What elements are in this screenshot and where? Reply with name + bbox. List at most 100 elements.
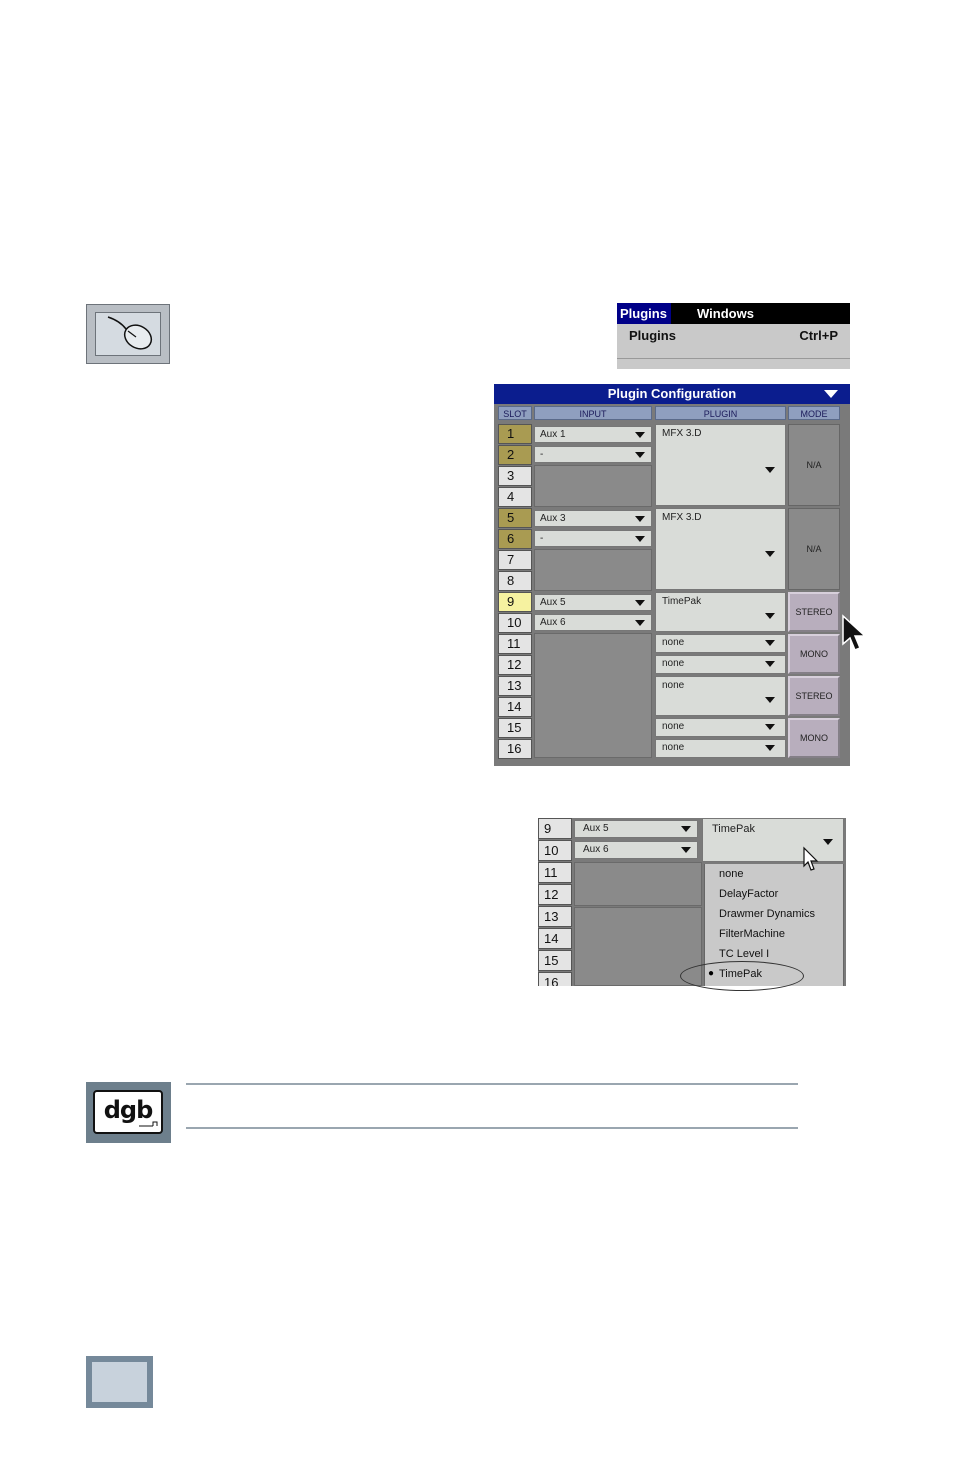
input-value: - <box>540 533 544 544</box>
input-select-slot-9[interactable]: Aux 5 <box>574 820 698 838</box>
slot-10: 10 <box>498 613 532 633</box>
menu-item-plugins[interactable]: Plugins <box>629 328 676 343</box>
input-empty-area <box>534 633 652 758</box>
option-delayfactor[interactable]: DelayFactor <box>719 888 779 900</box>
plugin-dropdown-zoom: 9 10 11 12 13 14 15 16 Aux 5 Aux 6 TimeP… <box>538 818 846 986</box>
input-select-slot-10[interactable]: Aux 6 <box>574 841 698 859</box>
slot-16: 16 <box>498 739 532 759</box>
mouse-cursor-icon <box>842 614 867 651</box>
dgb-note-icon: dgb <box>86 1082 171 1143</box>
input-empty-area <box>534 549 652 591</box>
page-number-inner <box>92 1362 147 1402</box>
input-empty-area <box>574 862 702 906</box>
window-title: Plugin Configuration <box>607 386 737 401</box>
mode-cell-2: N/A <box>788 508 840 590</box>
dropdown-arrow-icon <box>765 697 775 703</box>
dropdown-arrow-icon <box>765 467 775 473</box>
input-select-slot-9[interactable]: Aux 5 <box>534 594 652 611</box>
note-rule-top <box>186 1083 798 1085</box>
plugin-value: none <box>662 680 685 691</box>
plugin-select-4[interactable]: none <box>655 634 786 653</box>
mode-button-mono[interactable]: MONO <box>788 634 840 674</box>
input-value: Aux 6 <box>583 844 609 855</box>
option-tc-level-i[interactable]: TC Level I <box>719 948 770 960</box>
slot-11: 11 <box>538 862 572 883</box>
input-select-slot-1[interactable]: Aux 1 <box>534 426 652 443</box>
input-select-slot-6[interactable]: - <box>534 530 652 547</box>
mouse-icon <box>86 304 170 364</box>
input-value: Aux 5 <box>583 823 609 834</box>
plugin-select-6[interactable]: none <box>655 676 786 716</box>
slot-9: 9 <box>538 818 572 839</box>
plugin-select-3[interactable]: TimePak <box>655 592 786 632</box>
menu-separator <box>617 358 850 359</box>
plugin-value: none <box>662 742 685 753</box>
dropdown-arrow-icon <box>635 452 645 458</box>
plugin-configuration-window: Plugin Configuration SLOT INPUT PLUGIN M… <box>494 384 850 766</box>
header-mode: MODE <box>788 406 840 420</box>
dropdown-arrow-icon <box>681 826 691 832</box>
plugin-select-8[interactable]: none <box>655 739 786 758</box>
dropdown-arrow-icon <box>765 745 775 751</box>
mode-button-mono[interactable]: MONO <box>788 718 840 758</box>
dropdown-arrow-icon <box>635 620 645 626</box>
slot-13: 13 <box>538 906 572 927</box>
note-rule-bottom <box>186 1127 798 1129</box>
menu-item-shortcut: Ctrl+P <box>799 328 838 343</box>
mouse-cursor-icon <box>803 846 819 871</box>
slot-15: 15 <box>498 718 532 738</box>
input-select-slot-5[interactable]: Aux 3 <box>534 510 652 527</box>
slot-8: 8 <box>498 571 532 591</box>
plugin-select-5[interactable]: none <box>655 655 786 674</box>
input-empty-area <box>534 465 652 507</box>
slot-13: 13 <box>498 676 532 696</box>
input-select-slot-2[interactable]: - <box>534 446 652 463</box>
option-drawmer-dynamics[interactable]: Drawmer Dynamics <box>719 908 815 920</box>
option-none[interactable]: none <box>719 868 744 880</box>
plugin-select-open[interactable]: TimePak <box>702 818 844 862</box>
input-value: - <box>540 449 544 460</box>
menu-windows[interactable]: Windows <box>697 306 754 321</box>
dropdown-arrow-icon <box>765 661 775 667</box>
slot-14: 14 <box>498 697 532 717</box>
input-select-slot-10[interactable]: Aux 6 <box>534 614 652 631</box>
slot-1: 1 <box>498 424 532 444</box>
menu-bar <box>617 303 850 324</box>
dropdown-arrow-icon <box>765 724 775 730</box>
slot-15: 15 <box>538 950 572 971</box>
plugin-select-2[interactable]: MFX 3.D <box>655 508 786 590</box>
dropdown-arrow-icon <box>765 613 775 619</box>
dropdown-arrow-icon <box>635 600 645 606</box>
slot-16: 16 <box>538 972 572 986</box>
dropdown-arrow-icon <box>635 516 645 522</box>
plugin-value: MFX 3.D <box>662 428 702 439</box>
header-slot: SLOT <box>498 406 532 420</box>
slot-6: 6 <box>498 529 532 549</box>
dropdown-arrow-icon <box>635 536 645 542</box>
option-filtermachine[interactable]: FilterMachine <box>719 928 786 940</box>
mode-button-stereo[interactable]: STEREO <box>788 592 840 632</box>
dgb-logo: dgb <box>103 1096 154 1124</box>
dropdown-arrow-icon <box>681 847 691 853</box>
plugin-select-7[interactable]: none <box>655 718 786 737</box>
plugin-value: TimePak <box>662 596 702 607</box>
slot-3: 3 <box>498 466 532 486</box>
plugin-select-1[interactable]: MFX 3.D <box>655 424 786 506</box>
dropdown-arrow-icon <box>635 432 645 438</box>
plugin-value: MFX 3.D <box>662 512 702 523</box>
slot-11: 11 <box>498 634 532 654</box>
slot-7: 7 <box>498 550 532 570</box>
slot-9: 9 <box>498 592 532 612</box>
plugin-value: none <box>662 637 685 648</box>
slot-4: 4 <box>498 487 532 507</box>
plugin-value: none <box>662 658 685 669</box>
dropdown-arrow-icon <box>765 551 775 557</box>
mode-button-stereo[interactable]: STEREO <box>788 676 840 716</box>
page-number-box <box>86 1356 153 1408</box>
window-menu-triangle-icon[interactable] <box>824 390 838 398</box>
dropdown-arrow-icon <box>765 640 775 646</box>
header-plugin: PLUGIN <box>655 406 786 420</box>
menu-plugins[interactable]: Plugins <box>617 303 671 324</box>
slot-12: 12 <box>538 884 572 905</box>
dropdown-arrow-icon <box>823 839 833 845</box>
